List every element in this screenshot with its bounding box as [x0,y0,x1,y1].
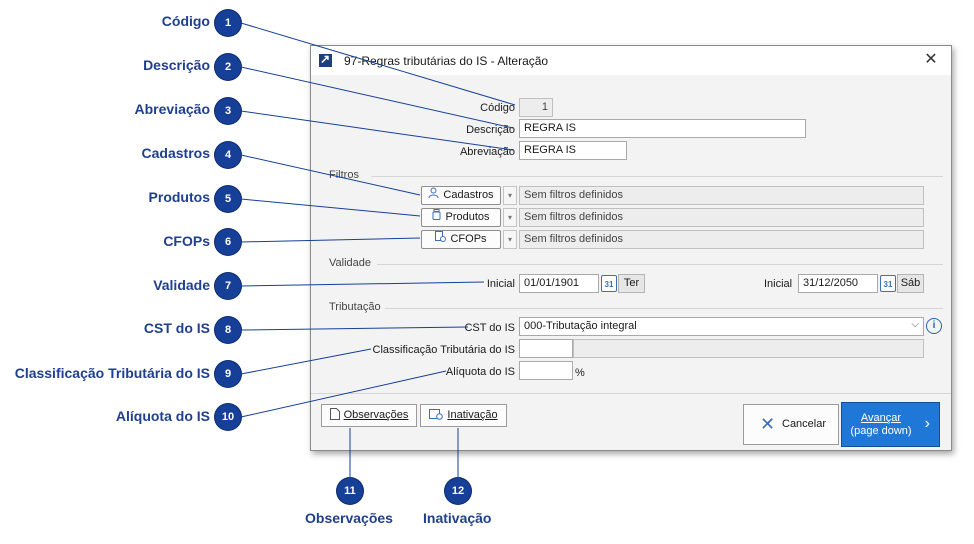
observacoes-button[interactable]: Observações [321,404,417,427]
callout-number-3: 3 [215,98,241,124]
cfops-button[interactable]: CFOPs [421,230,501,249]
codigo-field: 1 [519,98,553,117]
observacoes-button-label: Observações [343,409,409,421]
abreviacao-field[interactable]: REGRA IS [519,141,627,160]
bottle-icon [432,209,441,226]
cfops-dropdown[interactable]: ▾ [503,230,517,249]
aliquota-label: Alíquota do IS [445,366,515,378]
aliquota-unit: % [575,367,585,379]
callout-label-descricao: Descrição [143,57,210,73]
inativacao-button[interactable]: Inativação [420,404,507,427]
validade-inicial-day: Ter [618,274,645,293]
cadastros-filter-field: Sem filtros definidos [519,186,924,205]
page-icon [329,407,340,428]
callout-number-12: 12 [445,478,471,504]
cfops-button-label: CFOPs [450,233,487,245]
produtos-button-label: Produtos [445,211,490,223]
validade-final-day: Sáb [897,274,924,293]
validade-inicial-field[interactable]: 01/01/1901 [519,274,599,293]
callout-number-6: 6 [215,229,241,255]
advance-button-shortcut: (page down) [850,425,912,437]
callout-number-11: 11 [337,478,363,504]
advance-button-label: Avançar [860,412,902,424]
callout-label-cadastros: Cadastros [141,145,210,161]
validade-final-field[interactable]: 31/12/2050 [798,274,878,293]
callout-label-codigo: Código [161,13,210,29]
produtos-dropdown[interactable]: ▾ [503,208,517,227]
produtos-button[interactable]: Produtos [421,208,501,227]
callout-label-inativacao: Inativação [423,510,492,526]
callout-number-8: 8 [215,317,241,343]
descricao-label: Descrição [466,124,515,136]
filtros-section-title: Filtros [329,169,359,181]
tributacao-section-title: Tributação [329,301,381,313]
title-bar[interactable]: ↗ 97-Regras tributárias do IS - Alteraçã… [311,46,951,75]
callout-label-cfops: CFOPs [163,233,210,249]
cst-select[interactable]: 000-Tributação integral ⌵ [519,317,924,336]
user-icon [428,187,439,204]
classificacao-label: Classificação Tributária do IS [372,344,515,356]
cancel-button-label: Cancelar [782,418,827,430]
dialog-title: 97-Regras tributárias do IS - Alteração [344,54,549,68]
callout-label-validade: Validade [153,277,210,293]
cancel-button[interactable]: ✕ Cancelar [743,404,839,445]
abreviacao-label: Abreviação [459,146,515,158]
chevron-down-icon: ⌵ [911,319,919,330]
close-icon[interactable]: ✕ [924,51,938,68]
classificacao-description-field [573,339,924,358]
cadastros-button-label: Cadastros [443,189,494,201]
cadastros-dropdown[interactable]: ▾ [503,186,517,205]
info-icon[interactable]: i [926,318,942,334]
validade-inicial-label: Inicial [486,278,515,290]
callout-number-7: 7 [215,273,241,299]
bottom-divider [311,393,951,394]
classificacao-code-field[interactable] [519,339,573,358]
callout-number-10: 10 [215,404,241,430]
inativacao-button-label: Inativação [447,409,498,421]
callout-label-classificacao: Classificação Tributária do IS [14,365,210,381]
filtros-divider [371,176,943,177]
chevron-right-icon: › [924,415,930,432]
advance-button[interactable]: Avançar (page down) › [841,402,940,447]
callout-number-1: 1 [215,10,241,36]
cadastros-button[interactable]: Cadastros [421,186,501,205]
callout-label-observacoes: Observações [305,510,393,526]
callout-number-2: 2 [215,54,241,80]
validade-section-title: Validade [329,257,371,269]
aliquota-field[interactable] [519,361,573,380]
callout-label-cst: CST do IS [143,320,210,336]
callout-number-9: 9 [215,361,241,387]
calendar-icon[interactable]: 31 [601,275,617,292]
document-icon [435,231,447,248]
descricao-field[interactable]: REGRA IS [519,119,806,138]
validade-divider [377,264,943,265]
cfops-filter-field: Sem filtros definidos [519,230,924,249]
callout-label-produtos: Produtos [148,189,210,205]
callout-number-4: 4 [215,142,241,168]
tributacao-divider [385,308,943,309]
app-icon: ↗ [319,52,332,67]
produtos-filter-field: Sem filtros definidos [519,208,924,227]
dialog-window: ↗ 97-Regras tributárias do IS - Alteraçã… [310,45,952,451]
cst-select-value: 000-Tributação integral [524,320,637,332]
inactivate-icon [429,407,444,428]
cst-label: CST do IS [464,322,515,334]
callout-label-abreviacao: Abreviação [134,101,210,117]
validade-final-label: Inicial [764,278,793,290]
callout-number-5: 5 [215,186,241,212]
codigo-label: Código [480,102,515,114]
callout-label-aliquota: Alíquota do IS [115,408,210,424]
calendar-icon[interactable]: 31 [880,275,896,292]
close-icon: ✕ [760,414,776,434]
